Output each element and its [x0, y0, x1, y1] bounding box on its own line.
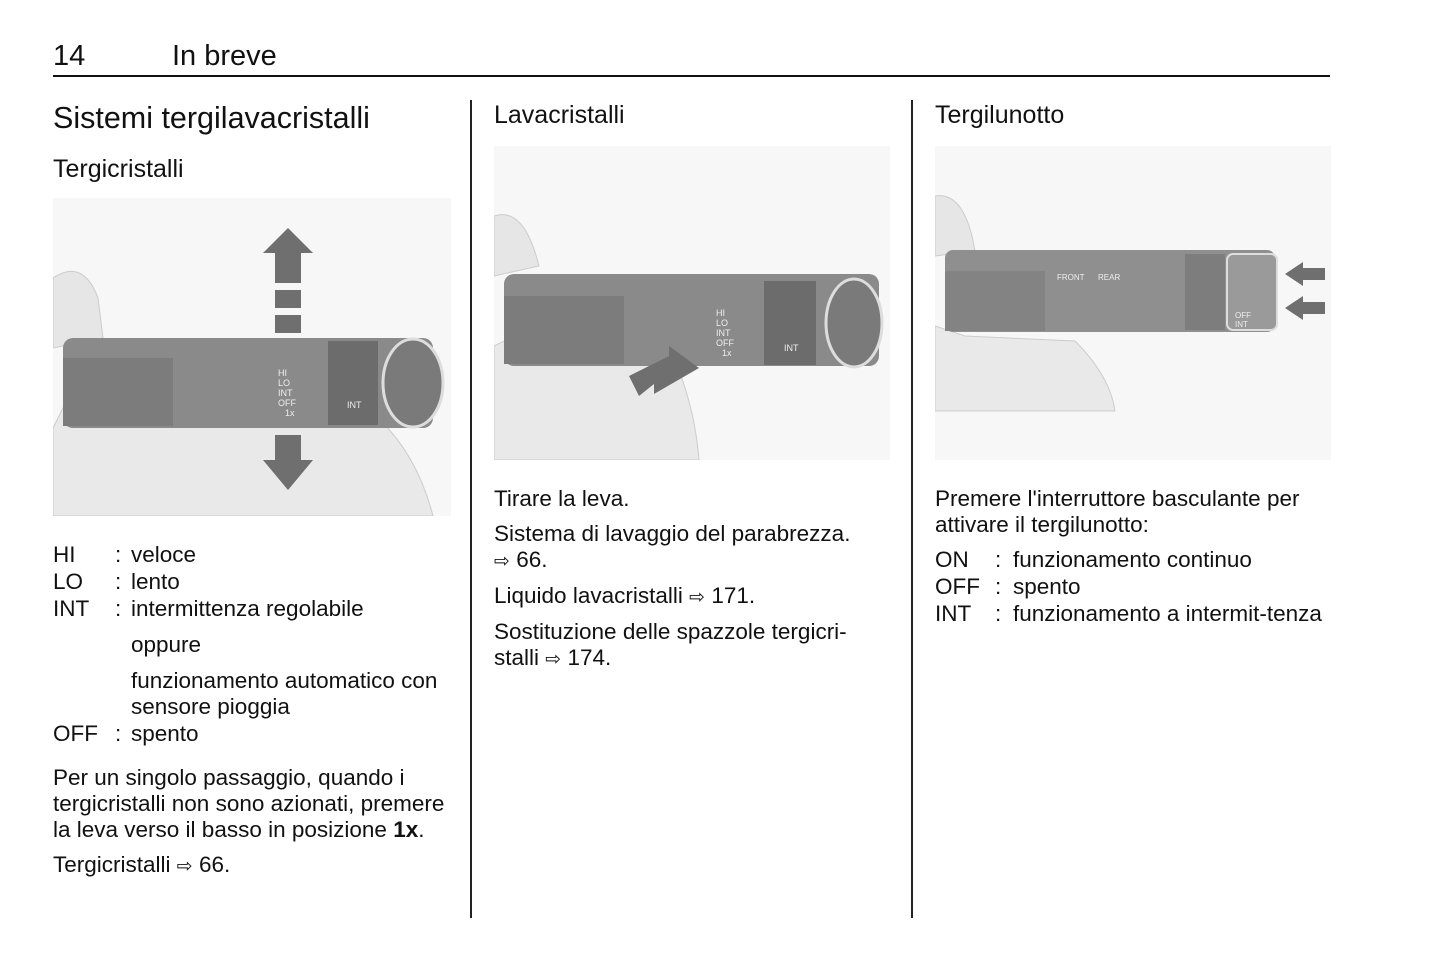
section-heading: Sistemi tergilavacristalli	[53, 101, 370, 135]
def-term: OFF	[53, 721, 98, 746]
subsection-heading: Tergicristalli	[53, 155, 184, 183]
def-sep: :	[995, 574, 1002, 599]
svg-text:1x: 1x	[722, 348, 732, 358]
column-tergicristalli: Sistemi tergilavacristalli Tergicristall…	[53, 100, 453, 888]
arrow-pull-icon	[629, 346, 699, 396]
def-sep: :	[115, 596, 122, 621]
subsection-heading: Tergilunotto	[935, 101, 1065, 129]
washer-lever-illustration: HI LO INT OFF 1x INT	[494, 146, 890, 460]
def-term: ON	[935, 547, 969, 572]
def-desc: spento	[131, 721, 199, 746]
intro-text: Premere l'interruttore basculante per at…	[935, 486, 1300, 537]
rear-wiper-positions-list: ON: funzionamento continuo OFF: spento INT…	[935, 547, 1331, 627]
reference-arrow-icon: ⇨	[176, 855, 193, 877]
svg-text:1x: 1x	[285, 408, 295, 418]
reference-arrow-icon: ⇨	[545, 648, 562, 670]
def-desc: funzionamento a intermit-tenza	[1013, 601, 1322, 626]
wiper-positions-list: HI: veloce LO: lento INT: intermittenza reg…	[53, 542, 453, 747]
def-sep: :	[115, 721, 122, 746]
wiper-lever-illustration: HI LO INT OFF 1x INT	[53, 198, 451, 516]
subsection-heading: Lavacristalli	[494, 101, 625, 129]
def-sep: :	[115, 569, 122, 594]
reference-arrow-icon: ⇨	[494, 550, 510, 572]
svg-text:OFF: OFF	[1235, 311, 1251, 320]
arrow-press-top-icon	[1285, 262, 1325, 286]
header-rule	[53, 75, 1330, 77]
column-divider	[911, 100, 913, 918]
column-divider	[470, 100, 472, 918]
def-term: LO	[53, 569, 84, 594]
def-term: INT	[53, 596, 90, 621]
instruction-text: Tirare la leva.	[494, 486, 630, 511]
def-term: INT	[935, 601, 972, 626]
def-desc-extra: funzionamento automatico con sensore pio…	[131, 668, 438, 719]
svg-text:REAR: REAR	[1098, 273, 1120, 282]
cross-reference[interactable]: Sostituzione delle spazzole tergicri-sta…	[494, 619, 847, 670]
def-desc: funzionamento continuo	[1013, 547, 1252, 572]
svg-text:INT: INT	[1235, 320, 1248, 329]
def-sep: :	[115, 542, 122, 567]
section-title: In breve	[172, 40, 277, 72]
svg-text:HI: HI	[278, 368, 287, 378]
arrow-down-icon	[263, 435, 313, 490]
reference-arrow-icon: ⇨	[689, 586, 706, 608]
svg-text:OFF: OFF	[716, 338, 734, 348]
svg-text:INT: INT	[278, 388, 293, 398]
def-desc: veloce	[131, 542, 197, 567]
page-number: 14	[53, 40, 86, 72]
def-desc: spento	[1013, 574, 1081, 599]
svg-text:HI: HI	[716, 308, 725, 318]
def-term: HI	[53, 542, 76, 567]
cross-reference[interactable]: Tergicristalli ⇨ 66.	[53, 852, 231, 877]
svg-text:INT: INT	[347, 400, 362, 410]
def-sep: :	[995, 547, 1002, 572]
column-lavacristalli: Lavacristalli HI LO INT OFF 1x INT Tirar…	[494, 100, 890, 681]
rear-wiper-illustration: FRONT REAR OFF INT	[935, 146, 1331, 460]
def-term: OFF	[935, 574, 980, 599]
def-desc: intermittenza regolabile	[131, 596, 364, 621]
svg-text:LO: LO	[278, 378, 290, 388]
cross-reference[interactable]: Liquido lavacristalli ⇨ 171.	[494, 583, 756, 608]
def-desc: lento	[131, 569, 180, 594]
single-wipe-paragraph: Per un singolo passaggio, quando i tergi…	[53, 765, 445, 842]
column-tergilunotto: Tergilunotto FRONT REAR OFF INT Premere …	[935, 100, 1331, 645]
svg-text:INT: INT	[716, 328, 731, 338]
arrow-up-icon	[263, 228, 313, 283]
def-sep: :	[995, 601, 1002, 626]
arrow-press-bottom-icon	[1285, 296, 1325, 320]
svg-text:INT: INT	[784, 343, 799, 353]
svg-text:LO: LO	[716, 318, 728, 328]
def-desc-extra: oppure	[131, 632, 202, 657]
svg-text:OFF: OFF	[278, 398, 296, 408]
cross-reference[interactable]: Sistema di lavaggio del parabrezza.⇨ 66.	[494, 521, 851, 572]
svg-text:FRONT: FRONT	[1057, 273, 1085, 282]
lever-ring	[328, 341, 378, 425]
